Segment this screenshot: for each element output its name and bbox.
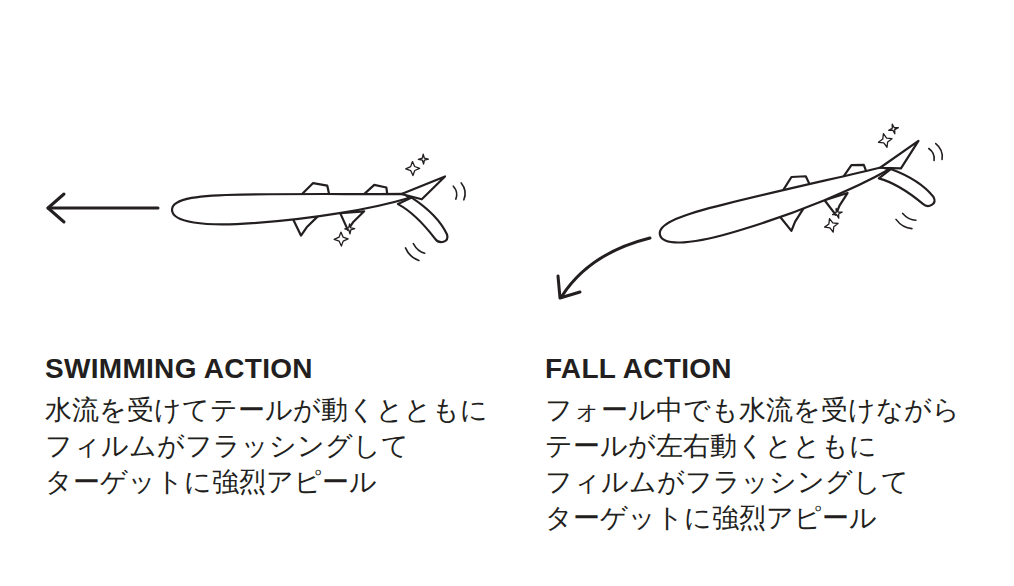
section-heading: SWIMMING ACTION xyxy=(45,352,313,386)
description-text: フォール中でも水流を受けながら テールが左右動くとともに フィルムがフラッシング… xyxy=(545,392,991,536)
description-text: 水流を受けてテールが動くとともに フィルムがフラッシングして ターゲットに強烈ア… xyxy=(45,392,491,500)
section-heading: FALL ACTION xyxy=(545,352,732,386)
